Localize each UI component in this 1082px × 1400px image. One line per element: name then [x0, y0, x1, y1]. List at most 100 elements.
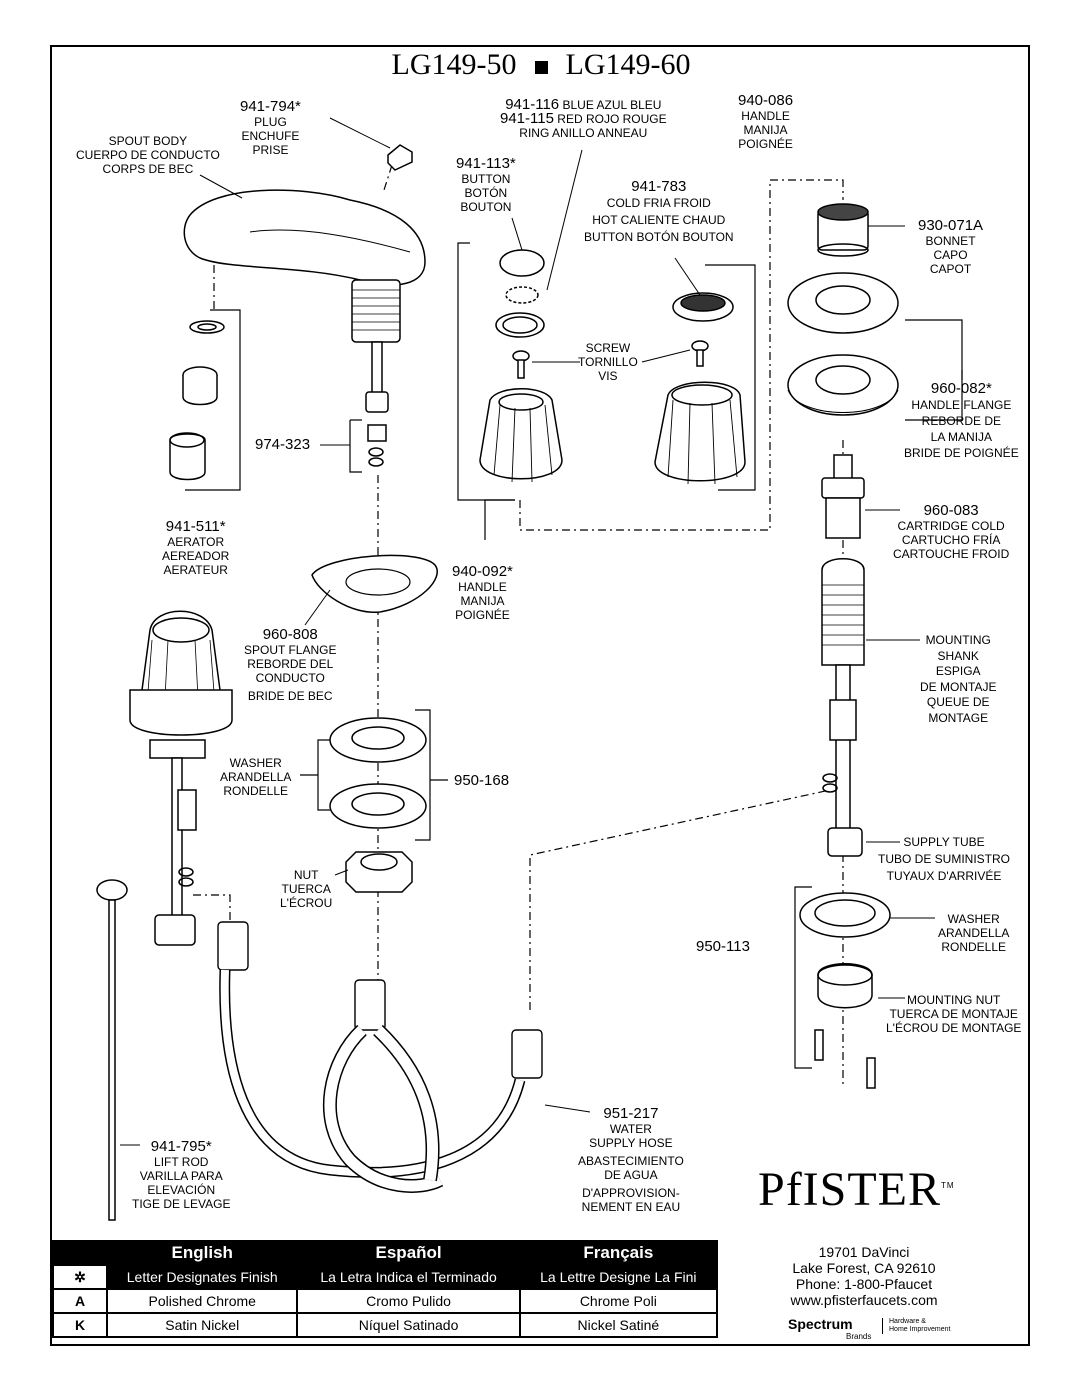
label-line: ARANDELLA: [938, 926, 1010, 940]
part-number: 941-794*: [240, 98, 301, 115]
part-number: 974-323: [255, 436, 311, 453]
model-left: LG149-50: [391, 48, 517, 81]
label-line: ARANDELLA: [220, 770, 292, 784]
spout-flange-part: [311, 554, 438, 613]
label-line: RED ROJO ROUGE: [557, 112, 667, 126]
part-number: 950-168: [454, 772, 510, 789]
part-number: 960-808: [262, 626, 318, 643]
clip-part: [367, 424, 387, 467]
label-line: TUYAUX D'ARRIVÉE: [886, 869, 1002, 883]
note-espanol: La Letra Indica el Terminado: [296, 1264, 521, 1290]
label-line: MOUNTING NUT: [907, 993, 1001, 1007]
label-line: ESPIGA: [935, 664, 981, 678]
label-washer-left: WASHER ARANDELLA RONDELLE: [220, 756, 291, 798]
pfister-logo: PfISTERTM: [758, 1162, 955, 1217]
label-line: LA MANIJA: [930, 430, 993, 444]
label-line: CARTOUCHE FROID: [893, 547, 1010, 561]
part-number: 930-071A: [918, 217, 984, 234]
label-line: TORNILLO: [578, 355, 638, 369]
label-line: ELEVACIÓN: [147, 1183, 216, 1197]
label-line: RONDELLE: [223, 784, 289, 798]
label-line: WASHER: [947, 912, 1000, 926]
label-line: LIFT ROD: [154, 1155, 209, 1169]
header-espanol: Español: [296, 1240, 521, 1266]
label-line: BUTTON: [461, 172, 511, 186]
note-francais: La Lettre Designe La Fini: [518, 1264, 719, 1290]
label-spout-body: SPOUT BODY CUERPO DE CONDUCTO CORPS DE B…: [76, 134, 220, 176]
bonnet-part: [817, 203, 869, 257]
part-number: 950-113: [696, 938, 750, 955]
address-line: 19701 DaVinci: [818, 1244, 910, 1260]
finish-table-note-row: ✲ Letter Designates Finish La Letra Indi…: [52, 1264, 719, 1290]
label-line: RING ANILLO ANNEAU: [519, 126, 648, 140]
phone-line: Phone: 1-800-Pfaucet: [795, 1276, 933, 1292]
part-number: 941-783: [631, 178, 687, 195]
label-line: ABASTECIMIENTO: [578, 1154, 684, 1168]
label-line: PLUG: [254, 115, 287, 129]
label-line: QUEUE DE: [926, 695, 990, 709]
label-line: REBORDE DEL: [247, 657, 334, 671]
label-line: L'ÉCROU DE MONTAGE: [886, 1021, 1022, 1035]
label-handle-flange: 960-082* HANDLE FLANGE REBORDE DE LA MAN…: [904, 380, 1019, 461]
part-number: 940-086: [738, 92, 794, 109]
label-spout-flange: 960-808 SPOUT FLANGE REBORDE DEL CONDUCT…: [244, 626, 336, 703]
label-line: L'ÉCROU: [280, 896, 333, 910]
label-line: DE AGUA: [604, 1168, 658, 1182]
label-line: D'APPROVISION-: [582, 1186, 680, 1200]
aerator-parts: [169, 320, 225, 481]
spectrum-brands-sub: Brands: [846, 1332, 872, 1341]
spout-body: [183, 189, 426, 413]
label-line: SHANK: [937, 648, 979, 663]
label-line: AERATOR: [167, 535, 225, 549]
label-lift-rod: 941-795* LIFT ROD VARILLA PARA ELEVACIÓN…: [132, 1138, 230, 1211]
finish-key: A: [52, 1288, 108, 1314]
label-line: CONDUCTO: [255, 671, 325, 685]
label-line: BRIDE DE BEC: [247, 689, 333, 703]
part-number: 941-116: [505, 96, 560, 113]
label-line: SPOUT BODY: [108, 134, 188, 148]
label-nut: NUT TUERCA L'ÉCROU: [280, 868, 332, 910]
label-line: BUTTON BOTÓN BOUTON: [584, 230, 734, 244]
spectrum-logo: Spectrum: [788, 1316, 853, 1332]
label-line: CORPS DE BEC: [102, 162, 194, 176]
finish-key: K: [52, 1312, 108, 1338]
part-number: 941-511*: [165, 518, 226, 535]
label-line: BLUE AZUL BLEU: [562, 98, 662, 112]
label-line: WASHER: [229, 756, 282, 770]
finish-francais: Chrome Poli: [518, 1288, 719, 1314]
part-number: 941-795*: [150, 1138, 212, 1155]
label-handle-left: 940-092* HANDLE MANIJA POIGNÉE: [452, 563, 513, 622]
finish-espanol: Níquel Satinado: [296, 1312, 521, 1338]
label-line: WATER: [609, 1122, 652, 1136]
label-handle-right: 940-086 HANDLE MANIJA POIGNÉE: [738, 92, 793, 151]
finish-english: Polished Chrome: [105, 1288, 299, 1314]
right-mount-parts: [799, 892, 891, 1089]
handle-flanges: [787, 272, 899, 416]
website-line: www.pfisterfaucets.com: [790, 1292, 938, 1308]
spout-flange-hole: [345, 568, 411, 596]
label-plug: 941-794* PLUG ENCHUFE PRISE: [240, 98, 301, 157]
model-right: LG149-60: [565, 48, 691, 81]
part-number: 960-082*: [930, 380, 992, 397]
assembled-left-valve: [129, 610, 233, 946]
label-line: CAPO: [933, 248, 968, 262]
label-line: BONNET: [925, 234, 976, 248]
label-line: HANDLE: [458, 580, 507, 594]
label-line: TIGE DE LEVAGE: [132, 1197, 231, 1211]
label-line: CARTRIDGE COLD: [897, 519, 1005, 533]
label-line: POIGNÉE: [738, 137, 793, 151]
header-key: [52, 1240, 108, 1266]
spectrum-tagline: Hardware & Home Improvement: [882, 1318, 950, 1334]
finish-table: English Español Français ✲ Letter Design…: [52, 1240, 719, 1338]
table-row: A Polished Chrome Cromo Pulido Chrome Po…: [52, 1288, 719, 1314]
label-line: SCREW: [585, 341, 631, 355]
label-line: VARILLA PARA: [139, 1169, 223, 1183]
label-button: 941-113* BUTTON BOTÓN BOUTON: [456, 155, 516, 214]
label-washer-set: 950-168: [454, 772, 509, 789]
page-border: [50, 45, 1030, 1346]
label-washer-right: WASHER ARANDELLA RONDELLE: [938, 912, 1009, 954]
label-line: RONDELLE: [941, 940, 1007, 954]
label-line: BOTÓN: [464, 186, 508, 200]
label-hose: 951-217 WATER SUPPLY HOSE ABASTECIMIENTO…: [578, 1105, 684, 1214]
label-line: NEMENT EN EAU: [581, 1200, 681, 1214]
